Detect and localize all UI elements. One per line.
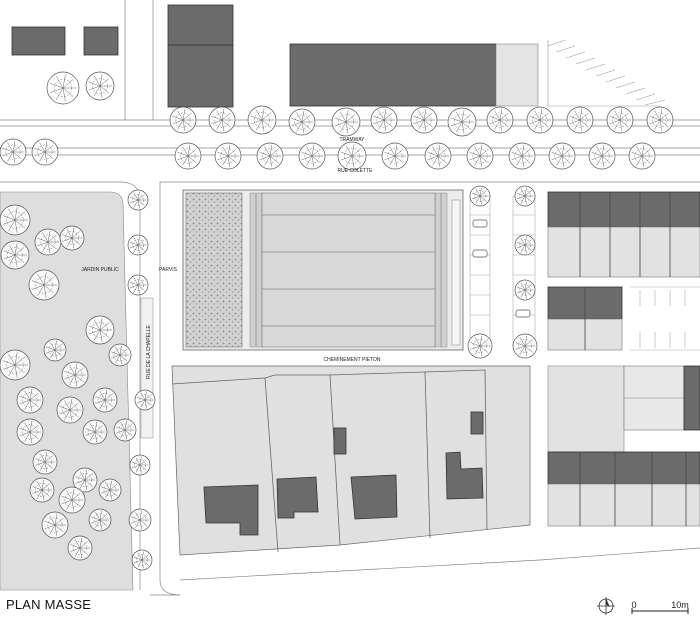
right-houses-upper	[547, 191, 700, 278]
tree-icon	[0, 240, 30, 270]
tree-icon	[113, 418, 137, 442]
label-rue-de-la-chapelle: RUE DE LA CHAPELLE	[146, 325, 152, 379]
tree-icon	[588, 142, 616, 170]
tree-icon	[85, 315, 115, 345]
tree-icon	[61, 361, 89, 389]
parking-right	[469, 195, 536, 347]
parked-cars	[472, 219, 531, 318]
scale-label-zero: 0	[631, 600, 636, 610]
top-parking-stripes	[547, 39, 666, 107]
tree-icon	[129, 454, 151, 476]
tree-icon	[16, 418, 44, 446]
tree-icon	[512, 333, 538, 359]
tree-icon	[169, 106, 197, 134]
tree-icon	[29, 477, 55, 503]
tree-icon	[214, 142, 242, 170]
tree-icon	[0, 349, 31, 381]
tree-icon	[43, 338, 67, 362]
tree-icon	[486, 106, 514, 134]
plan-title: PLAN MASSE	[6, 597, 92, 612]
trees	[0, 71, 674, 571]
tree-icon	[208, 106, 236, 134]
tree-icon	[466, 142, 494, 170]
tree-icon	[370, 106, 398, 134]
tree-icon	[128, 508, 152, 532]
tree-icon	[34, 228, 62, 256]
label-cheminement-pieton: CHEMINEMENT PIETON	[323, 357, 380, 363]
tree-icon	[526, 106, 554, 134]
lower-lots	[171, 365, 531, 556]
tree-icon	[606, 106, 634, 134]
tree-icon	[67, 535, 93, 561]
tree-icon	[56, 396, 84, 424]
tree-icon	[247, 105, 277, 135]
tree-icon	[447, 107, 477, 137]
tree-icon	[514, 234, 536, 256]
tree-icon	[98, 478, 122, 502]
north-arrow-icon	[597, 597, 615, 615]
tree-icon	[16, 386, 44, 414]
tree-icon	[174, 142, 202, 170]
tree-icon	[337, 141, 367, 171]
tree-icon	[514, 279, 536, 301]
top-right-plot	[495, 43, 539, 107]
tree-icon	[134, 389, 156, 411]
label-parvis: PARVIS	[159, 267, 178, 273]
tree-icon	[108, 343, 132, 367]
tree-icon	[28, 269, 60, 301]
label-tramway: TRAMWAY	[340, 137, 366, 143]
tree-icon	[548, 142, 576, 170]
tree-icon	[508, 142, 536, 170]
tree-icon	[131, 549, 153, 571]
tree-icon	[646, 106, 674, 134]
right-houses-lower	[547, 365, 700, 527]
tree-icon	[31, 138, 59, 166]
tree-icon	[298, 142, 326, 170]
tree-icon	[72, 467, 98, 493]
tree-icon	[127, 189, 149, 211]
tree-icon	[46, 71, 80, 105]
tree-icon	[85, 71, 115, 101]
tree-icon	[32, 449, 58, 475]
tree-icon	[92, 387, 118, 413]
scale-bar: 0 10m	[631, 600, 689, 614]
tree-icon	[82, 419, 108, 445]
tree-icon	[288, 108, 316, 136]
tree-icon	[424, 142, 452, 170]
tree-icon	[514, 185, 536, 207]
tree-icon	[127, 234, 149, 256]
tree-icon	[331, 107, 361, 137]
tree-icon	[0, 138, 27, 166]
scale-label-ten: 10m	[671, 600, 689, 610]
tree-icon	[127, 274, 149, 296]
tree-icon	[469, 185, 491, 207]
tree-icon	[628, 142, 656, 170]
tree-icon	[0, 204, 31, 236]
label-rue-colette: RUE COLETTE	[337, 168, 373, 174]
tree-icon	[381, 142, 409, 170]
top-buildings	[11, 4, 497, 108]
tree-icon	[41, 511, 69, 539]
tree-icon	[59, 225, 85, 251]
label-jardin-public: JARDIN PUBLIC	[81, 267, 119, 273]
tree-icon	[467, 333, 493, 359]
central-block	[182, 189, 464, 351]
right-houses-middle	[547, 286, 700, 351]
tree-icon	[256, 142, 284, 170]
tree-icon	[566, 106, 594, 134]
tree-icon	[88, 508, 112, 532]
tree-icon	[410, 106, 438, 134]
tree-icon	[58, 486, 86, 514]
